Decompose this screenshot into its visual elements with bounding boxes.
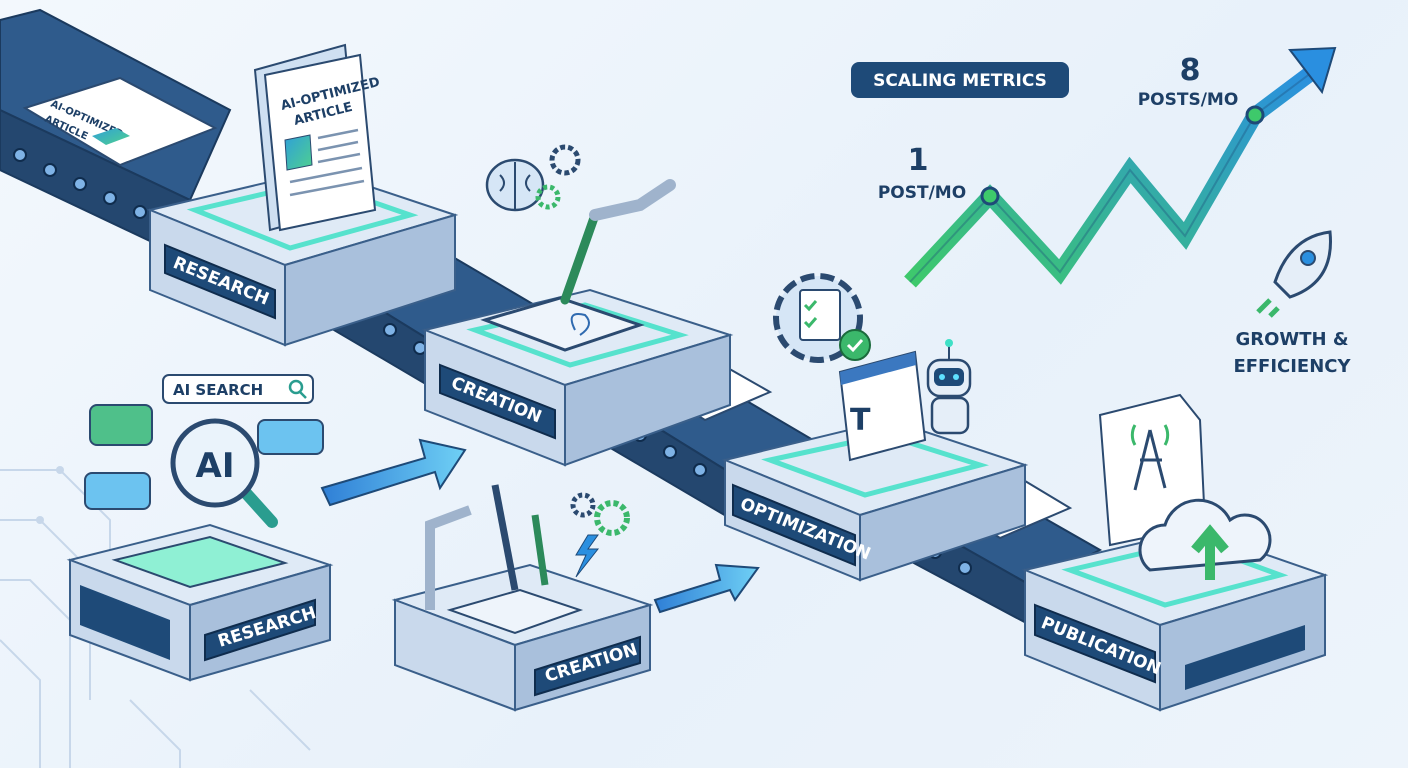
start-unit: POST/MO [878,183,966,203]
chat-bubbles [84,404,324,510]
checklist-gear-icon [773,273,871,363]
article-document: AI-OPTIMIZED ARTICLE [253,43,382,232]
start-point [980,186,1000,206]
efficiency-label: EFFICIENCY [1233,356,1351,377]
rocket-icon [1256,230,1332,318]
start-value: 1 [908,143,929,178]
svg-text:T: T [850,403,871,438]
end-point [1245,105,1265,125]
end-unit: POSTS/MO [1138,90,1239,110]
gears-lightning-icon [570,492,630,578]
tablet-pen-icon [480,179,676,352]
magnifier-icon: AI [170,418,278,528]
robot-icon [926,339,972,435]
brain-gears-icon [485,144,581,212]
svg-text:AI: AI [196,446,235,486]
scaling-metrics-badge: SCALING METRICS [851,62,1069,98]
svg-text:AI SEARCH: AI SEARCH [173,381,263,399]
svg-text:SCALING METRICS: SCALING METRICS [873,71,1047,91]
foreground-research-block: RESEARCH [66,523,334,682]
station-publication: PUBLICATION [1021,528,1329,712]
station-optimization: OPTIMIZATION [721,418,1029,582]
foreground-creation-block: CREATION [391,484,654,712]
end-value: 8 [1180,53,1201,88]
forward-arrow [320,438,760,614]
text-editor-window: T [838,350,927,462]
cloud-upload-icon [1138,498,1272,580]
growth-line-chart [904,46,1337,288]
growth-label: GROWTH & [1235,329,1348,350]
ai-search-bar: AI SEARCH [162,374,314,404]
growth-arrow-head [1288,46,1337,95]
